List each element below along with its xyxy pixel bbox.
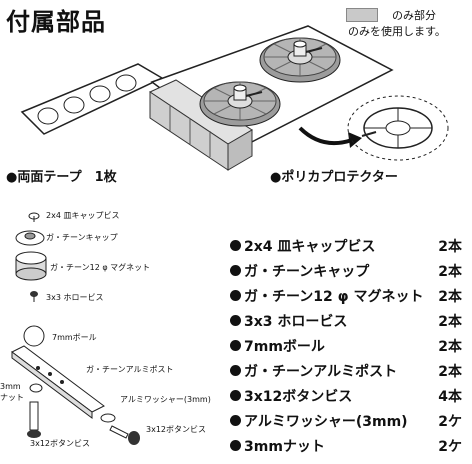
label-screw-cap: 2x4 皿キャップビス: [46, 211, 120, 220]
accessory-illustration: [20, 25, 449, 171]
double-sided-tape-illustration: [20, 63, 164, 135]
label-post: ガ・チーンアルミポスト: [86, 365, 174, 374]
label-button-screw-right: 3x12ボタンビス: [146, 425, 207, 434]
nut-illustration: [29, 383, 43, 393]
hinge-block-illustration: [148, 79, 253, 171]
label-gurney-magnet: ガ・チーン12 φ マグネット: [50, 263, 151, 272]
round-screw-illustration: [30, 291, 38, 302]
legend-swatch: [346, 8, 378, 22]
protector-illustration: [347, 95, 449, 161]
label-gurney-cap: ガ・チーンキャップ: [46, 233, 118, 242]
magnet-illustration: [15, 251, 47, 281]
list-item: アルミワッシャー(3mm)2ケ: [230, 411, 462, 433]
gear-assembly-left: [199, 81, 281, 127]
page-title: 付属部品: [6, 8, 106, 36]
protector-caption: ●ポリカプロテクター: [270, 170, 398, 185]
label-button-screw-bottom: 3x12ボタンビス: [30, 439, 91, 448]
parts-illustration: [11, 212, 140, 445]
legend-text-1: のみ部分: [392, 9, 436, 22]
gurney-cap-illustration: [15, 230, 45, 246]
legend-text-2: のみを使用します。: [348, 25, 446, 38]
screw-cap-illustration: [28, 212, 40, 222]
gear-assembly-right: [259, 37, 341, 83]
arrow-icon: [298, 126, 353, 145]
tape-caption: ●両面テープ 1枚: [6, 170, 117, 185]
label-washer: アルミワッシャー(3mm): [120, 395, 211, 404]
button-screw-bottom-illustration: [27, 401, 41, 438]
label-ball: 7mmボール: [52, 333, 97, 342]
label-round-screw: 3x3 ホロービス: [46, 293, 104, 302]
label-nut-1: 3mm: [0, 382, 21, 391]
button-screw-right-illustration: [109, 425, 140, 445]
ball-illustration: [23, 325, 45, 347]
washer-illustration: [100, 413, 116, 423]
label-nut-2: ナット: [0, 393, 24, 402]
post-illustration: [11, 345, 105, 419]
